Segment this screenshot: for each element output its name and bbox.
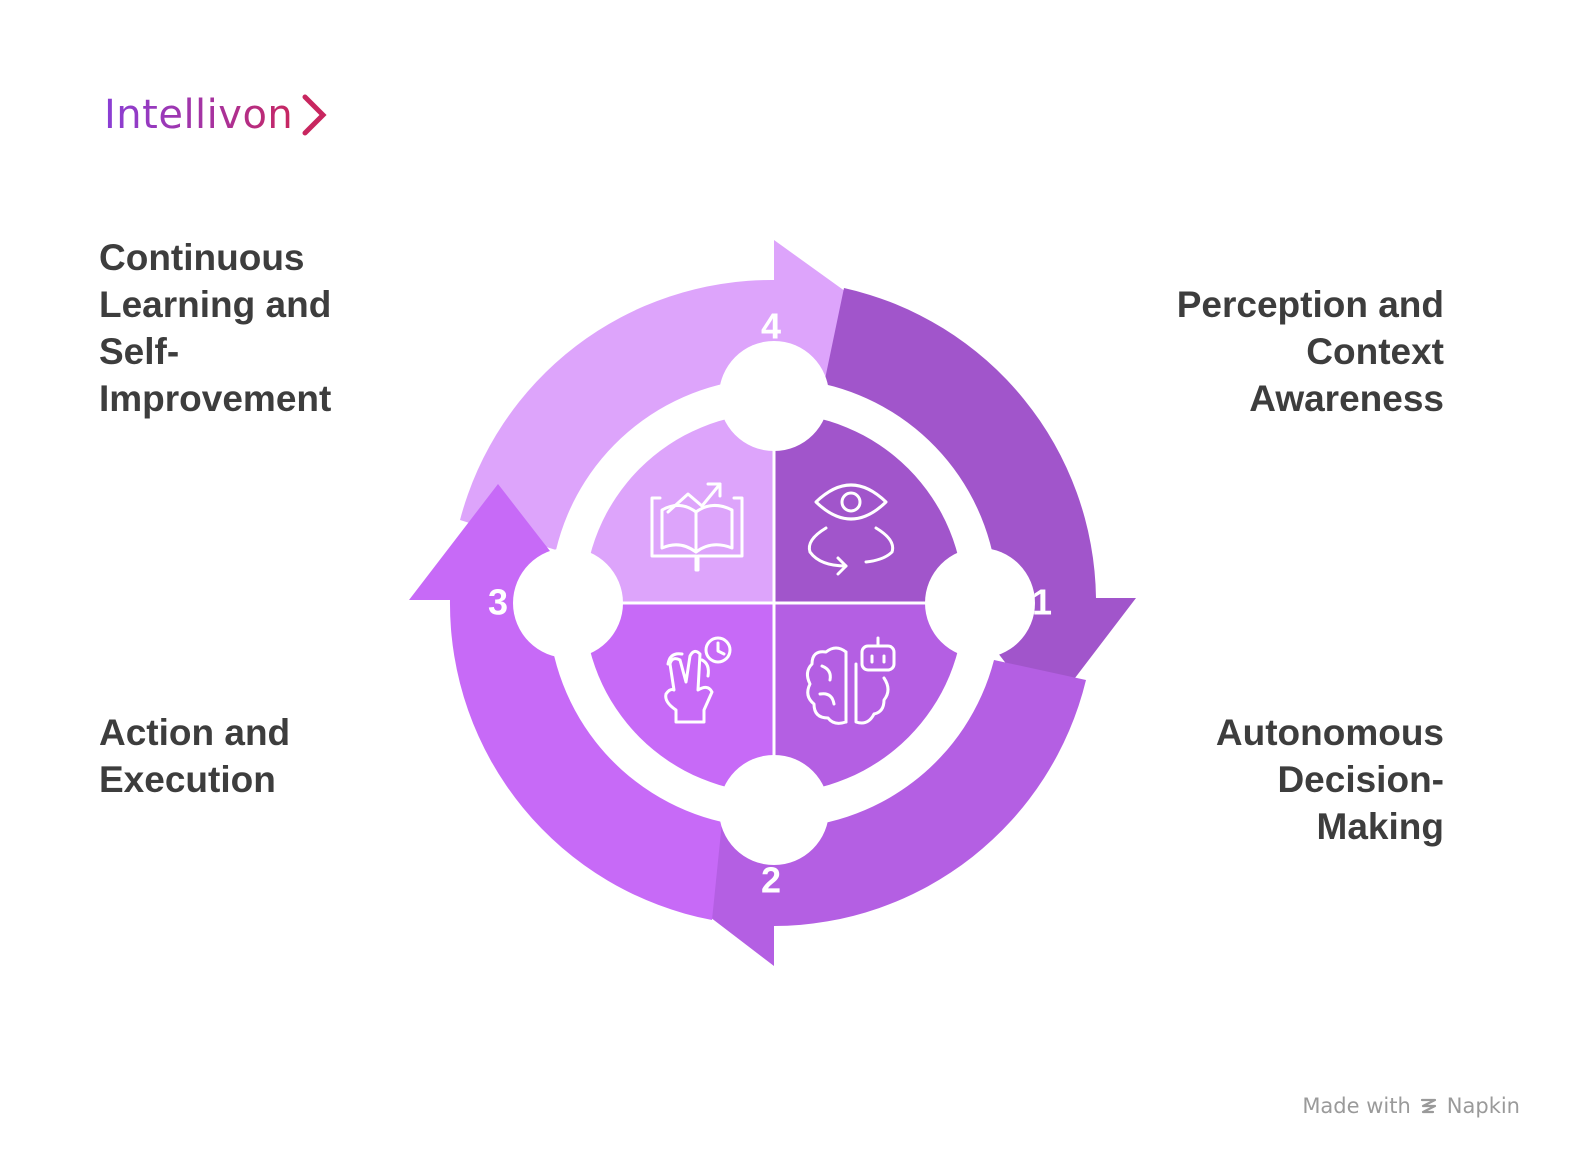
step-2-number: 2 [761,860,781,901]
step-3-number: 3 [488,582,508,623]
step-1-label-line: Context [1306,331,1444,372]
step-4-label-line: Self- [99,331,180,372]
step-3-arrow [409,484,722,920]
step-1-label-line: Perception and [1176,284,1444,325]
quadrant-3 [584,603,774,793]
step-2-label-line: Making [1316,806,1444,847]
step-4-label-line: Continuous [99,237,305,278]
step-2-arrow [655,660,1086,966]
quadrant-1 [774,413,964,603]
step-3-label: Action and Execution [99,709,290,803]
brain-robot-icon [805,636,896,725]
napkin-icon [1420,1098,1436,1114]
napkin-brand: Napkin [1446,1094,1520,1118]
brand-name: Intellivon [104,92,294,138]
step-2-label-line: Decision- [1277,759,1444,800]
step-3-label-line: Action and [99,712,291,753]
chevron-right-icon [302,94,327,136]
step-4-number: 4 [761,306,781,347]
step-1-number: 1 [1032,582,1052,623]
step-3-label-line: Execution [99,759,276,800]
hand-tap-clock-icon [664,636,732,724]
step-4-arrow [460,240,892,550]
step-4-label-line: Learning and [99,284,332,325]
step-1-label-line: Awareness [1249,378,1444,419]
notch-top [719,341,829,451]
step-2-label-line: Autonomous [1215,712,1444,753]
step-2-label: Autonomous Decision- Making [1216,709,1444,850]
step-1-label: Perception and Context Awareness [1177,281,1444,422]
step-1-arc [824,288,1136,716]
made-with-napkin: Made with Napkin [1302,1094,1520,1118]
step-3-arc [409,484,722,920]
notch-bottom [719,755,829,865]
notch-left [513,548,623,658]
eye-rotate-icon [807,483,895,576]
step-4-label-line: Improvement [99,378,332,419]
notch-right [925,548,1035,658]
brand-logo: Intellivon [104,92,329,138]
step-1-arrow [824,288,1136,716]
step-2-arc [655,660,1086,966]
step-4-label: Continuous Learning and Self- Improvemen… [99,234,331,422]
step-4-arc [460,240,892,550]
made-with-text: Made with [1302,1094,1411,1118]
book-growth-icon [650,482,744,572]
